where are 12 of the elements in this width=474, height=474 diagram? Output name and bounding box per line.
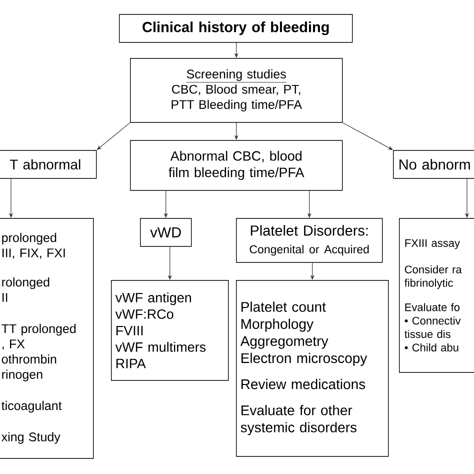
title-box: Clinical history of bleeding (119, 14, 353, 43)
process-box: No abnorm (393, 150, 474, 179)
test-list-box: vWF antigen vWF:RCo FVIII vWF multimers RIPA (111, 280, 229, 381)
process-box: vWD (140, 218, 192, 247)
arrow (342, 122, 393, 150)
test-list-box: prolonged III, FIX, FXI rolonged II TT prolonged , FX othrombin rinogen ticoagulant xing Study (0, 218, 94, 459)
process-box: Screening studies CBC, Blood smear, PT, PTT Bleeding time/PFA (130, 58, 343, 123)
process-box: Platelet Disorders: Congenital or Acquired (236, 218, 383, 263)
process-box: T abnormal (0, 150, 97, 179)
test-list-box: Platelet count Morphology Aggregometry Electron microscopy Review medications Evaluate for other systemic disorders (236, 280, 389, 457)
test-list-box: FXIII assay Consider ra fibrinolytic Evaluate fo • Connectiv tissue dis • Child abu (399, 218, 474, 373)
process-box: Abnormal CBC, blood film bleeding time/PFA (130, 140, 343, 191)
